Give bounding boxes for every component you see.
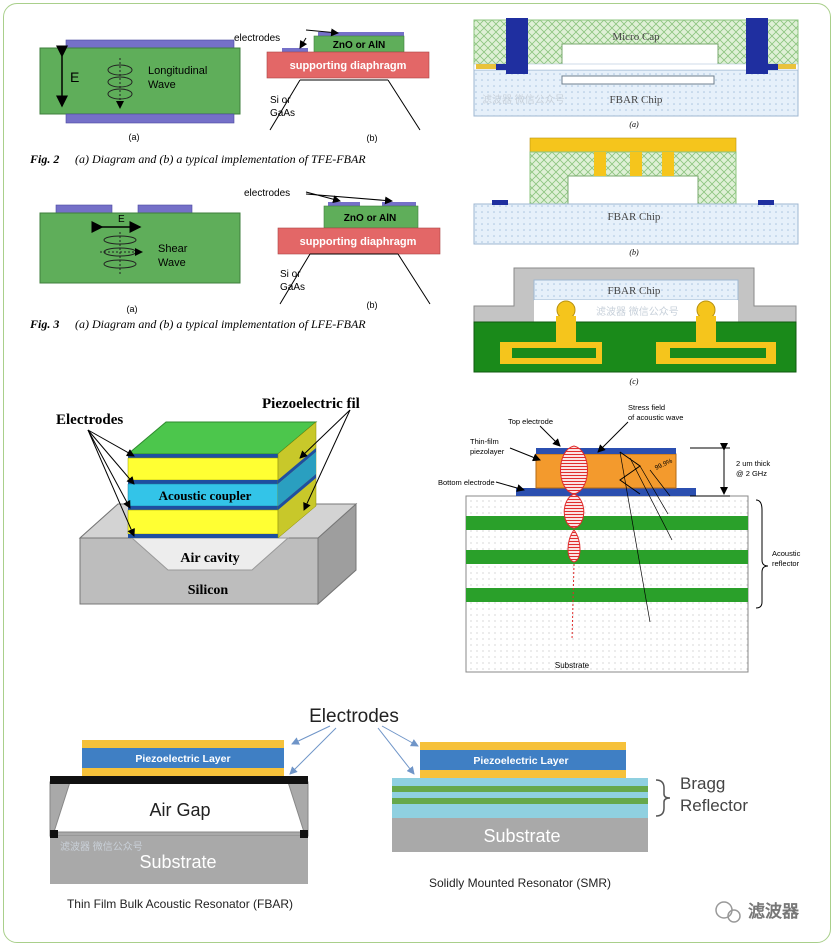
fig3-e-label: E xyxy=(118,214,125,225)
fig2-electrodes-label: electrodes xyxy=(234,33,280,44)
smr-thinfilm-line1: Thin-film xyxy=(470,437,499,446)
smr-piezo-label: Piezoelectric Layer xyxy=(473,755,568,767)
smr-caption: Solidly Mounted Resonator (SMR) xyxy=(429,876,611,890)
fig3-wave-line2: Wave xyxy=(158,257,186,269)
fig2-caption-text: (a) Diagram and (b) a typical implementa… xyxy=(75,152,366,166)
stack-coupler-label: Acoustic coupler xyxy=(159,488,252,503)
smr-thick-line1: 2 um thick xyxy=(736,459,770,468)
package-c-label: (c) xyxy=(630,377,639,386)
stack-electrodes-label: Electrodes xyxy=(56,412,123,428)
fig2-diaphragm-label: supporting diaphragm xyxy=(290,60,407,72)
smr-top-electrode-label: Top electrode xyxy=(508,417,553,426)
smr-bottom-electrode-label: Bottom electrode xyxy=(438,478,495,487)
smr-reflector-line1: Acoustic xyxy=(772,549,801,558)
fig3-wave-line1: Shear xyxy=(158,243,188,255)
fbar-airgap-label: Air Gap xyxy=(149,800,210,820)
fig3-caption-text: (a) Diagram and (b) a typical implementa… xyxy=(75,317,366,331)
fbar-watermark: 滤波器 微信公众号 xyxy=(60,840,143,853)
fig2-zno-label: ZnO or AlN xyxy=(333,40,385,51)
package-a xyxy=(473,18,799,117)
fig3-diagram-a xyxy=(39,204,241,284)
smr-thinfilm-line2: piezolayer xyxy=(470,447,505,456)
package-c-watermark: 滤波器 微信公众号 xyxy=(596,305,679,318)
electrode-pointer-lines xyxy=(289,725,419,775)
stack-cavity-label: Air cavity xyxy=(180,551,239,566)
smr-stress-line2: of acoustic wave xyxy=(628,413,683,422)
package-b-label: (b) xyxy=(629,248,639,257)
fig2-label-a: (a) xyxy=(129,132,140,142)
package-c xyxy=(473,267,797,373)
fig3-label-a: (a) xyxy=(127,304,138,314)
fig3-zno-label: ZnO or AlN xyxy=(344,213,396,224)
stack-piezo-label: Piezoelectric fil xyxy=(262,396,360,412)
fig2-diagram-a xyxy=(39,39,241,124)
fbar-caption: Thin Film Bulk Acoustic Resonator (FBAR) xyxy=(67,897,293,911)
smr-diagram xyxy=(392,742,671,852)
fig2-substrate-line2: GaAs xyxy=(270,108,295,119)
smr-stress-line1: Stress field xyxy=(628,403,665,412)
fig3-caption-fig: Fig. 3 xyxy=(29,317,59,331)
smr-substrate-label-bottom: Substrate xyxy=(483,826,560,846)
fig2-substrate-line1: Si or xyxy=(270,95,291,106)
package-watermark: 滤波器 微信公众号 xyxy=(482,93,565,106)
compare-electrodes-label: Electrodes xyxy=(309,706,399,727)
smr-detail xyxy=(465,421,769,673)
bragg-label-line1: Bragg xyxy=(680,774,725,793)
package-a-label: (a) xyxy=(629,120,639,129)
fbar-diagram xyxy=(49,740,309,884)
fig2-e-label: E xyxy=(70,69,79,85)
fig2-caption-fig: Fig. 2 xyxy=(29,152,59,166)
fig3-substrate-line1: Si or xyxy=(280,269,301,280)
bragg-label-line2: Reflector xyxy=(680,796,748,815)
fig3-substrate-line2: GaAs xyxy=(280,282,305,293)
fig2-wave-line1: Longitudinal xyxy=(148,65,207,77)
wechat-icon xyxy=(715,901,741,923)
fig3-label-b: (b) xyxy=(367,300,378,310)
package-b-chip-label: FBAR Chip xyxy=(608,211,661,223)
smr-thick-line2: @ 2 GHz xyxy=(736,469,767,478)
fbar-substrate-label: Substrate xyxy=(139,852,216,872)
package-c-chip-label: FBAR Chip xyxy=(608,285,661,297)
stacked-crystal-3d xyxy=(78,409,358,606)
fig3-diagram-b xyxy=(277,191,441,305)
fig3-diaphragm-label: supporting diaphragm xyxy=(300,236,417,248)
package-a-chip-label: FBAR Chip xyxy=(610,94,663,106)
fig2-diagram-b xyxy=(266,28,430,131)
fbar-piezo-label: Piezoelectric Layer xyxy=(135,753,230,765)
package-a-microcap-label: Micro Cap xyxy=(612,31,660,43)
package-b xyxy=(473,137,799,245)
stack-silicon-label: Silicon xyxy=(188,583,229,598)
fig3-electrodes-label: electrodes xyxy=(244,188,290,199)
fig2-wave-line2: Wave xyxy=(148,79,176,91)
fig2-label-b: (b) xyxy=(367,133,378,143)
brand-name: 滤波器 xyxy=(748,901,800,921)
smr-substrate-label: Substrate xyxy=(555,661,590,670)
smr-reflector-line2: reflector xyxy=(772,559,800,568)
